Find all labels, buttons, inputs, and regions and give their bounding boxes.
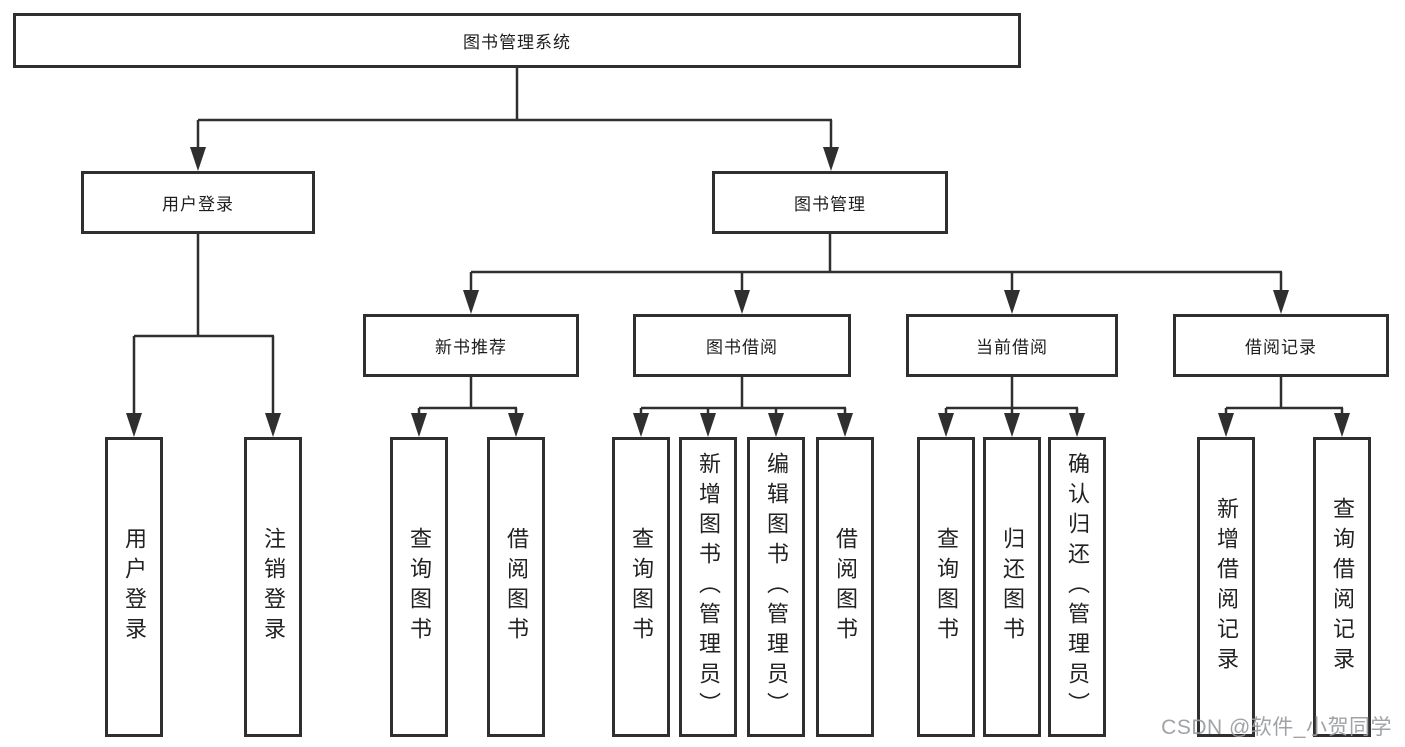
leaf-confirm-return-admin: 确认归还（管理员） xyxy=(1048,437,1106,737)
leaf-logout: 注销登录 xyxy=(244,437,302,737)
leaf-query-books-recommend: 查询图书 xyxy=(390,437,448,737)
leaf-query-books-borrow: 查询图书 xyxy=(612,437,670,737)
leaf-label: 用户登录 xyxy=(122,527,147,647)
leaf-label: 归还图书 xyxy=(1000,527,1025,647)
node-user-login: 用户登录 xyxy=(81,171,315,234)
arrowheads xyxy=(126,147,1350,437)
leaf-label: 新增借阅记录 xyxy=(1214,497,1239,677)
node-borrow-records: 借阅记录 xyxy=(1173,314,1389,377)
node-new-book-recommend: 新书推荐 xyxy=(363,314,579,377)
node-library-system: 图书管理系统 xyxy=(13,13,1021,68)
leaf-label: 确认归还（管理员） xyxy=(1065,452,1090,722)
leaf-add-books-admin: 新增图书（管理员） xyxy=(679,437,737,737)
node-book-borrow: 图书借阅 xyxy=(633,314,851,377)
node-label: 新书推荐 xyxy=(435,338,507,357)
leaf-edit-books-admin: 编辑图书（管理员） xyxy=(747,437,805,737)
leaf-label: 注销登录 xyxy=(261,527,286,647)
leaf-label: 借阅图书 xyxy=(504,527,529,647)
leaf-query-books-current: 查询图书 xyxy=(917,437,975,737)
node-label: 图书管理系统 xyxy=(463,33,571,52)
leaf-label: 查询图书 xyxy=(407,527,432,647)
node-label: 借阅记录 xyxy=(1245,338,1317,357)
leaf-query-borrow-record: 查询借阅记录 xyxy=(1313,437,1371,737)
node-current-borrow: 当前借阅 xyxy=(906,314,1118,377)
leaf-return-books: 归还图书 xyxy=(983,437,1041,737)
leaf-user-login: 用户登录 xyxy=(105,437,163,737)
leaf-borrow-books: 借阅图书 xyxy=(816,437,874,737)
node-book-management: 图书管理 xyxy=(712,171,948,234)
node-label: 当前借阅 xyxy=(976,338,1048,357)
leaf-label: 借阅图书 xyxy=(833,527,858,647)
node-label: 图书管理 xyxy=(794,195,866,214)
leaf-label: 查询图书 xyxy=(934,527,959,647)
leaf-label: 查询图书 xyxy=(629,527,654,647)
leaf-label: 编辑图书（管理员） xyxy=(764,452,789,722)
node-label: 图书借阅 xyxy=(706,338,778,357)
node-label: 用户登录 xyxy=(162,195,234,214)
leaf-add-borrow-record: 新增借阅记录 xyxy=(1197,437,1255,737)
leaf-label: 新增图书（管理员） xyxy=(696,452,721,722)
leaf-borrow-books-recommend: 借阅图书 xyxy=(487,437,545,737)
leaf-label: 查询借阅记录 xyxy=(1330,497,1355,677)
